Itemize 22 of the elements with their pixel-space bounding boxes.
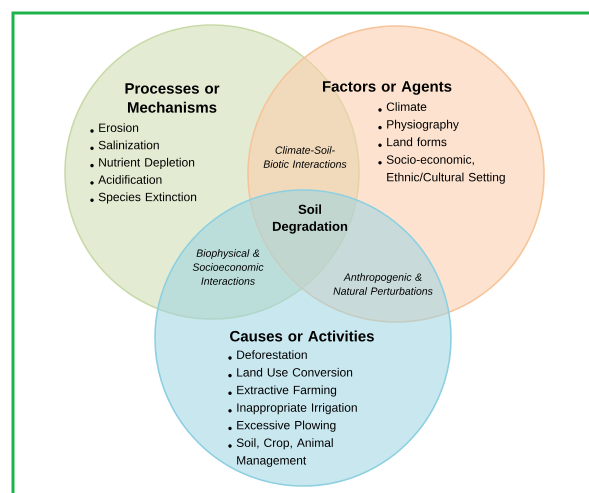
bullet-item: Species Extinction [90, 192, 196, 204]
bullet-item: Climate [378, 102, 426, 112]
bullet-item: Land forms [378, 137, 446, 147]
bullet-item: Physiography [378, 120, 459, 131]
circle-heading: Processes or Mechanisms [125, 83, 220, 113]
overlap-label: Climate-Soil-Biotic Interactions [264, 146, 346, 168]
bullet-item: Extractive Farming [228, 385, 336, 397]
bullet-item: Salinization [90, 140, 159, 150]
bullet-item: Socio-economic, Ethnic/Cultural Setting [378, 155, 505, 184]
bullet-item: Acidification [90, 175, 162, 185]
circle-heading: Causes or Activities [230, 330, 374, 342]
overlap-label: Biophysical & Socioeconomic Interactions [192, 249, 264, 285]
bullet-item: Nutrient Depletion [90, 158, 194, 169]
bullet-item: Excessive Plowing [228, 420, 336, 432]
overlap-label: Anthropogenic & Natural Perturbations [333, 273, 433, 295]
bullet-item: Erosion [90, 123, 138, 133]
bullet-item: Land Use Conversion [228, 368, 352, 378]
bullet-item: Soil, Crop, Animal Management [228, 438, 333, 467]
centre-label: Soil Degradation [272, 204, 348, 234]
circle-heading: Factors or Agents [323, 81, 452, 95]
bullet-item: Deforestation [228, 350, 307, 360]
bullet-item: Inappropriate Irrigation [228, 403, 357, 414]
